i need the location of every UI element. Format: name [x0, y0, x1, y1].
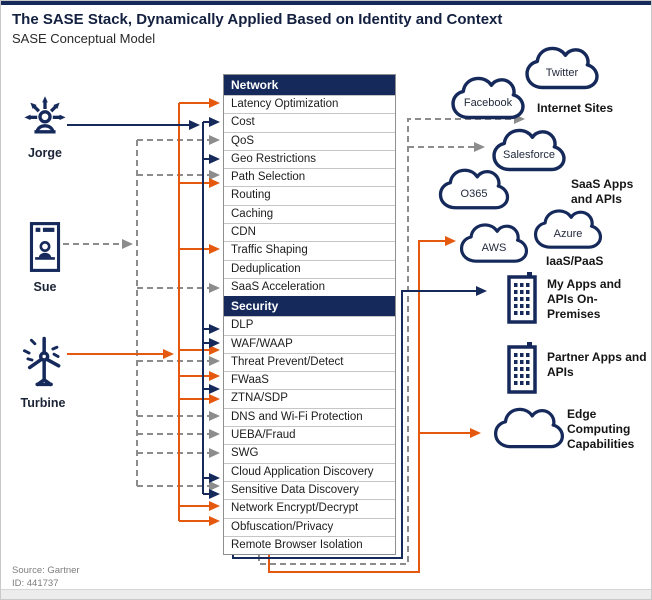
stack-item: Deduplication [224, 259, 395, 278]
entity-jorge: Jorge [14, 89, 76, 160]
stack-item: DNS and Wi-Fi Protection [224, 407, 395, 427]
cloud-icon [451, 76, 525, 120]
cloud-icon [459, 223, 529, 263]
stack-item: Remote Browser Isolation [224, 535, 395, 555]
roaming-user-icon [24, 96, 66, 134]
section-header-security: Security [224, 296, 395, 317]
stack-item: Path Selection [224, 168, 395, 187]
stack-item: UEBA/Fraud [224, 426, 395, 445]
cloud-label: Salesforce [503, 149, 555, 162]
wind-turbine-icon [22, 336, 61, 387]
cloud-label: Twitter [545, 67, 579, 80]
partner-apps-building-icon [504, 342, 540, 399]
facebook-cloud: Facebook [448, 75, 528, 123]
salesforce-cloud: Salesforce [490, 127, 568, 175]
stack-item: Cost [224, 113, 395, 132]
stack-item: Routing [224, 186, 395, 205]
stack-item: Geo Restrictions [224, 149, 395, 169]
aws-cloud: AWS [459, 221, 529, 267]
stack-item: CDN [224, 223, 395, 242]
stack-item: Caching [224, 204, 395, 224]
stack-item: ZTNA/SDP [224, 389, 395, 408]
stack-item: WAF/WAAP [224, 334, 395, 353]
section-header-network: Network [224, 75, 395, 95]
my-apps-building-icon [504, 272, 540, 329]
page-subtitle: SASE Conceptual Model [12, 31, 156, 46]
entity-turbine: Turbine [11, 331, 75, 410]
label-edge-computing-capabilities: Edge Computing Capabilities [567, 407, 635, 451]
cloud-icon [525, 46, 599, 90]
entity-label: Turbine [20, 396, 66, 410]
stack-item: Traffic Shaping [224, 241, 395, 260]
source-text: Source: Gartner [12, 565, 80, 576]
cloud-label: Azure [553, 228, 583, 241]
cloud-icon [533, 209, 603, 249]
stack-item: Latency Optimization [224, 95, 395, 114]
stack-item: QoS [224, 131, 395, 150]
stack-item: Network Encrypt/Decrypt [224, 499, 395, 518]
entity-label: Sue [33, 280, 57, 294]
o365-cloud: O365 [437, 167, 511, 213]
top-accent-bar [1, 1, 651, 5]
bottom-strip [1, 589, 651, 599]
stack-item: Cloud Application Discovery [224, 462, 395, 481]
cloud-label: AWS [481, 242, 507, 255]
cloud-icon [493, 407, 565, 449]
mobile-user-icon [29, 222, 61, 272]
stack-item: DLP [224, 316, 395, 335]
label-iaas-paas: IaaS/PaaS [546, 254, 604, 268]
label-my-apps-on-premises: My Apps and APIs On-Premises [547, 277, 622, 321]
stack-item: SaaS Acceleration [224, 277, 395, 297]
stack-item: Sensitive Data Discovery [224, 480, 395, 500]
edge-computing-cloud [493, 405, 565, 453]
page-title: The SASE Stack, Dynamically Applied Base… [12, 11, 503, 28]
stack-item: FWaaS [224, 371, 395, 390]
label-saas-apps-and-apis: SaaS Apps and APIs [571, 177, 634, 206]
cloud-icon [438, 168, 510, 210]
cloud-icon [492, 128, 566, 172]
source-note: Source: Gartner ID: 441737 [12, 565, 80, 591]
label-internet-sites: Internet Sites [537, 101, 614, 115]
cloud-label: O365 [460, 188, 488, 201]
entity-sue: Sue [25, 221, 65, 294]
label-partner-apps-and-apis: Partner Apps and APIs [547, 350, 647, 379]
id-text: ID: 441737 [12, 577, 59, 589]
cloud-label: Facebook [463, 97, 513, 110]
twitter-cloud: Twitter [524, 45, 600, 93]
azure-cloud: Azure [533, 207, 603, 253]
stack-item: SWG [224, 444, 395, 463]
entity-label: Jorge [27, 146, 63, 160]
stack-item: Threat Prevent/Detect [224, 352, 395, 372]
stack-item: Obfuscation/Privacy [224, 517, 395, 536]
